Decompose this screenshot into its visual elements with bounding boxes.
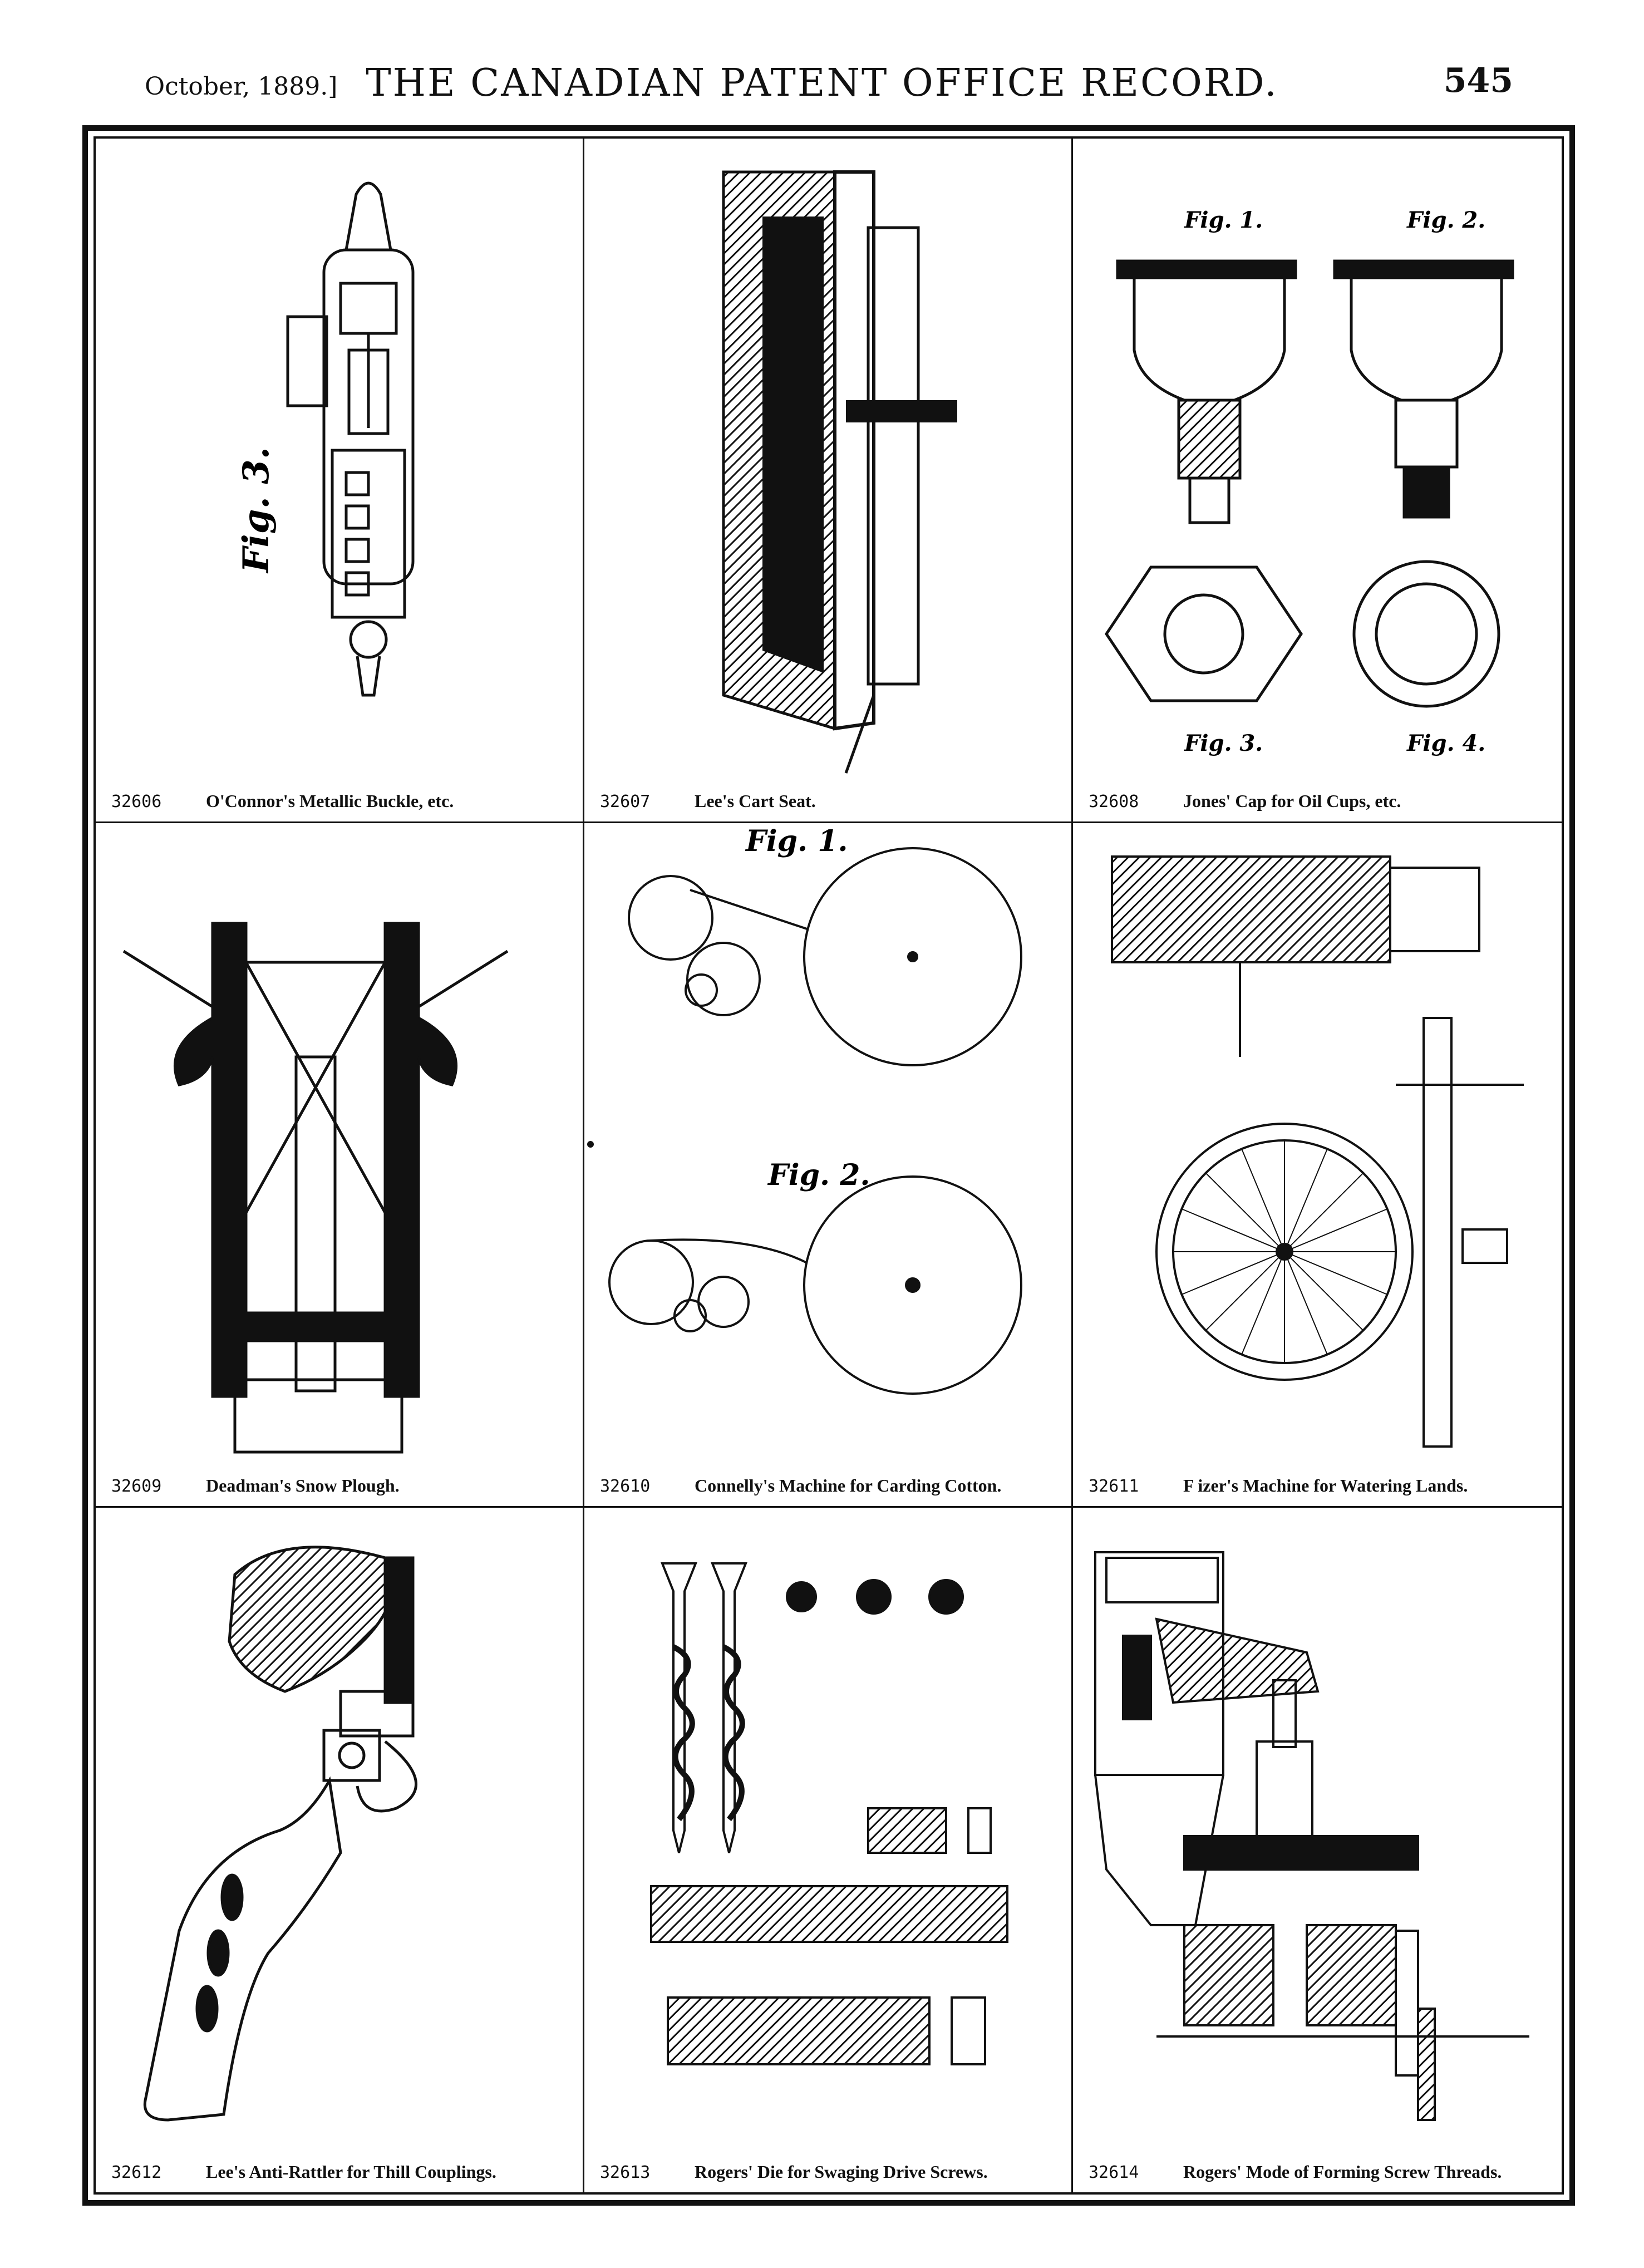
page-header: October, 1889.] THE CANADIAN PATENT OFFI… bbox=[100, 56, 1544, 117]
patent-grid: Fig. 3. 32606 O'Connor's Metallic Buckle… bbox=[96, 139, 1562, 2192]
fig-1-label: Fig. 1. bbox=[745, 824, 848, 858]
patent-number: 32606 bbox=[111, 792, 162, 811]
patent-panel-32608: Fig. 1. Fig. 2. Fig. 3. Fig. 4. 32608 Jo… bbox=[1073, 139, 1562, 823]
patent-number: 32607 bbox=[600, 792, 651, 811]
patent-caption: 32613 Rogers' Die for Swaging Drive Scre… bbox=[600, 2156, 1060, 2182]
patent-number: 32613 bbox=[600, 2163, 651, 2182]
patent-title: Rogers' Mode of Forming Screw Threads. bbox=[1183, 2162, 1502, 2182]
patent-title: Rogers' Die for Swaging Drive Screws. bbox=[695, 2162, 988, 2182]
patent-caption: 32614 Rogers' Mode of Forming Screw Thre… bbox=[1089, 2156, 1551, 2182]
patent-title: F izer's Machine for Watering Lands. bbox=[1183, 1475, 1468, 1495]
patent-caption: 32607 Lee's Cart Seat. bbox=[600, 785, 1060, 811]
patent-panel-32609: 32609 Deadman's Snow Plough. bbox=[96, 823, 584, 1508]
publication-title: THE CANADIAN PATENT OFFICE RECORD. bbox=[366, 61, 1278, 105]
buckle-drawing: Fig. 3. bbox=[235, 181, 415, 697]
carding-machine-drawing: Fig. 1. Fig. 2. bbox=[608, 824, 1022, 1395]
patent-title: O'Connor's Metallic Buckle, etc. bbox=[206, 791, 454, 811]
outer-frame bbox=[82, 125, 1575, 2206]
patent-panel-32611: 32611 F izer's Machine for Watering Land… bbox=[1073, 823, 1562, 1508]
fig-3-label: Fig. 3. bbox=[235, 447, 277, 574]
patent-number: 32611 bbox=[1089, 1477, 1139, 1496]
patent-number: 32608 bbox=[1089, 792, 1139, 811]
page-number: 545 bbox=[1443, 61, 1513, 100]
patent-caption: 32609 Deadman's Snow Plough. bbox=[111, 1469, 572, 1496]
drive-screw-die-drawing bbox=[650, 1562, 1008, 2065]
patent-caption: 32610 Connelly's Machine for Carding Cot… bbox=[600, 1469, 1060, 1496]
cart-seat-drawing bbox=[722, 170, 957, 774]
patent-panel-32607: 32607 Lee's Cart Seat. bbox=[584, 139, 1073, 823]
fig-2-label: Fig. 2. bbox=[1406, 207, 1485, 233]
patent-caption: 32606 O'Connor's Metallic Buckle, etc. bbox=[111, 785, 572, 811]
patent-title: Connelly's Machine for Carding Cotton. bbox=[695, 1475, 1002, 1495]
snow-plough-drawing bbox=[122, 922, 509, 1454]
anti-rattler-drawing bbox=[144, 1546, 418, 2122]
patent-panel-32610: Fig. 1. Fig. 2. 32610 Connelly's Machine… bbox=[584, 823, 1073, 1508]
inner-frame bbox=[93, 136, 1564, 2195]
patent-title: Lee's Anti-Rattler for Thill Couplings. bbox=[206, 2162, 496, 2182]
patent-panel-32614: 32614 Rogers' Mode of Forming Screw Thre… bbox=[1073, 1508, 1562, 2192]
patent-caption: 32612 Lee's Anti-Rattler for Thill Coupl… bbox=[111, 2156, 572, 2182]
fig-1-label: Fig. 1. bbox=[1184, 207, 1263, 233]
fig-2-label: Fig. 2. bbox=[767, 1158, 870, 1192]
patent-number: 32614 bbox=[1089, 2163, 1139, 2182]
print-speck bbox=[587, 1141, 594, 1148]
issue-date: October, 1889.] bbox=[145, 72, 338, 101]
patent-number: 32612 bbox=[111, 2163, 162, 2182]
oil-cup-drawing: Fig. 1. Fig. 2. Fig. 3. Fig. 4. bbox=[1104, 207, 1514, 756]
patent-panel-32613: 32613 Rogers' Die for Swaging Drive Scre… bbox=[584, 1508, 1073, 2192]
patent-title: Lee's Cart Seat. bbox=[695, 791, 816, 811]
screw-thread-machine-drawing bbox=[1094, 1551, 1529, 2121]
patent-title: Jones' Cap for Oil Cups, etc. bbox=[1183, 791, 1401, 811]
patent-caption: 32608 Jones' Cap for Oil Cups, etc. bbox=[1089, 785, 1551, 811]
patent-title: Deadman's Snow Plough. bbox=[206, 1475, 400, 1495]
fig-4-label: Fig. 4. bbox=[1406, 730, 1485, 756]
patent-caption: 32611 F izer's Machine for Watering Land… bbox=[1089, 1469, 1551, 1496]
patent-panel-32606: Fig. 3. 32606 O'Connor's Metallic Buckle… bbox=[96, 139, 584, 823]
patent-number: 32610 bbox=[600, 1477, 651, 1496]
patent-number: 32609 bbox=[111, 1477, 162, 1496]
fig-3-label: Fig. 3. bbox=[1184, 730, 1263, 756]
watering-machine-drawing bbox=[1111, 855, 1524, 1448]
patent-panel-32612: 32612 Lee's Anti-Rattler for Thill Coupl… bbox=[96, 1508, 584, 2192]
